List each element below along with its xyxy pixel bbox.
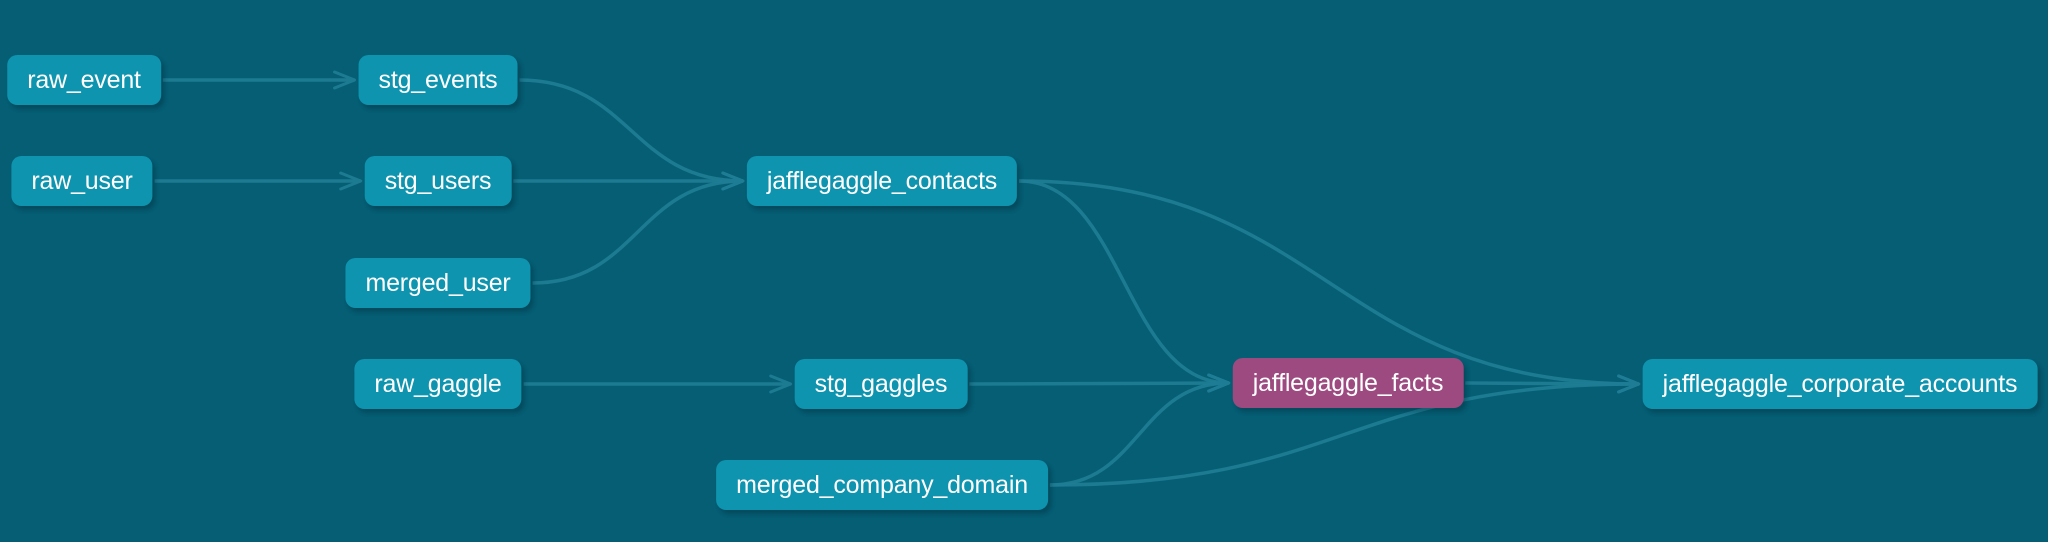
- node-raw_gaggle[interactable]: raw_gaggle: [354, 359, 522, 409]
- edge-stg_events-to-jafflegaggle_contacts: [519, 78, 745, 191]
- node-stg_users[interactable]: stg_users: [364, 156, 512, 206]
- edge-merged_user-to-jafflegaggle_contacts: [532, 171, 745, 285]
- node-merged_company_domain[interactable]: merged_company_domain: [716, 460, 1048, 510]
- edge-merged_company_domain-to-jafflegaggle_facts: [1049, 373, 1231, 487]
- edge-jafflegaggle_contacts-to-jafflegaggle_corporate_accounts: [1019, 179, 1641, 394]
- edge-jafflegaggle_contacts-to-jafflegaggle_facts: [1019, 179, 1231, 393]
- edge-stg_gaggles-to-jafflegaggle_facts: [969, 373, 1231, 393]
- node-raw_event[interactable]: raw_event: [7, 55, 161, 105]
- edge-merged_company_domain-to-jafflegaggle_corporate_accounts: [1049, 374, 1641, 487]
- node-jafflegaggle_corporate_accounts[interactable]: jafflegaggle_corporate_accounts: [1642, 359, 2038, 409]
- node-jafflegaggle_facts[interactable]: jafflegaggle_facts: [1232, 358, 1464, 408]
- node-jafflegaggle_contacts[interactable]: jafflegaggle_contacts: [746, 156, 1018, 206]
- node-merged_user[interactable]: merged_user: [345, 258, 531, 308]
- node-stg_events[interactable]: stg_events: [358, 55, 518, 105]
- node-raw_user[interactable]: raw_user: [11, 156, 153, 206]
- node-stg_gaggles[interactable]: stg_gaggles: [794, 359, 968, 409]
